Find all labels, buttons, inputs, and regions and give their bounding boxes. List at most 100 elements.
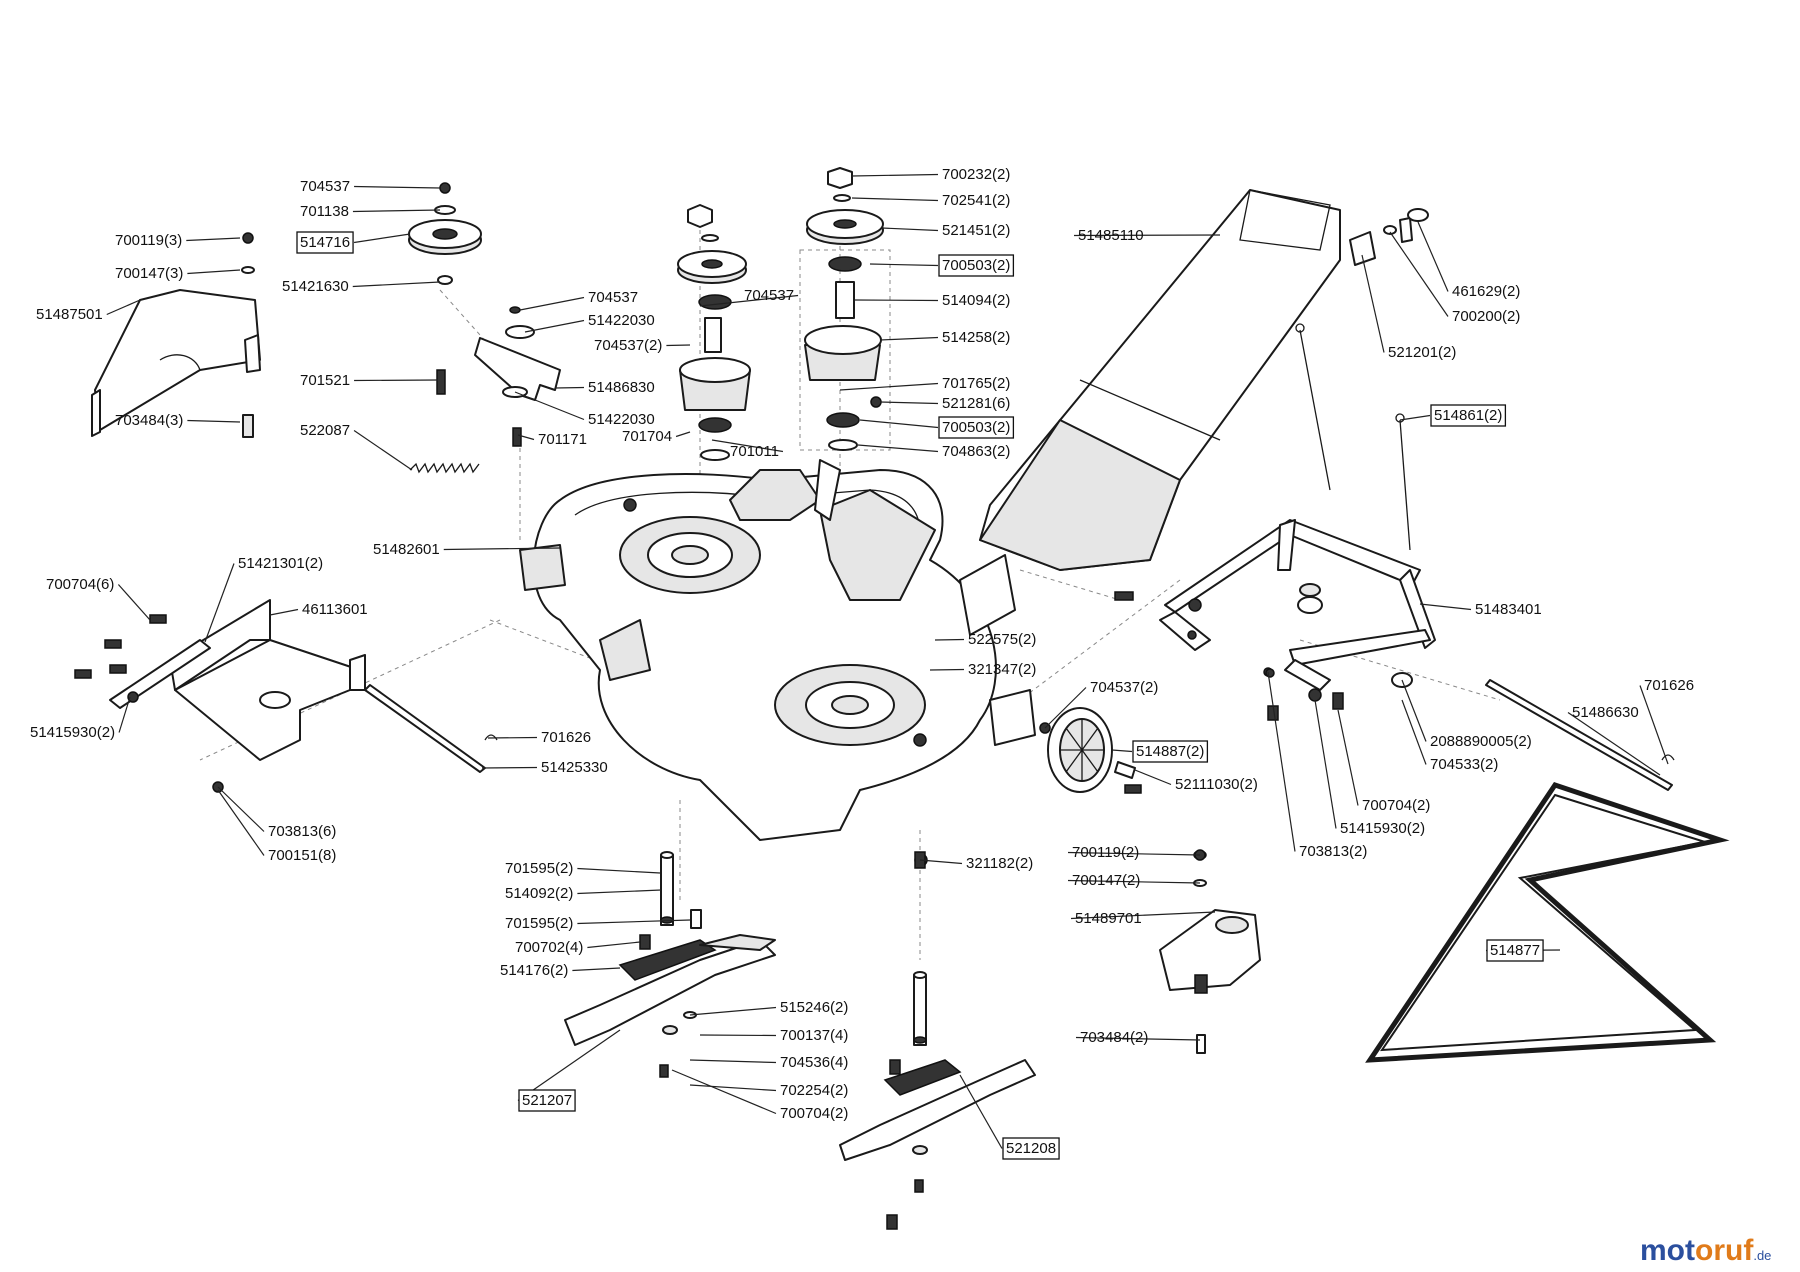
leader-line: [851, 197, 939, 202]
label-701595-2-a: 701595(2): [505, 860, 573, 877]
label-704537-a: 704537: [300, 178, 350, 195]
leader-line: [689, 1084, 777, 1092]
label-702254-2: 702254(2): [780, 1082, 848, 1099]
leader-line: [1417, 221, 1449, 292]
label-703813-2: 703813(2): [1299, 843, 1367, 860]
label-51415930-2-b: 51415930(2): [1340, 820, 1425, 837]
part-number-box: [1430, 404, 1507, 427]
leader-line: [1134, 769, 1172, 786]
drive-belt: [1365, 782, 1730, 1063]
label-51486630: 51486630: [1572, 704, 1639, 721]
hardware-top-right: [870, 208, 1429, 408]
logo-suffix: .de: [1753, 1248, 1771, 1263]
leader-line: [711, 439, 784, 453]
leader-line: [572, 967, 621, 972]
label-704533-2: 704533(2): [1430, 756, 1498, 773]
label-514092-2: 514092(2): [505, 885, 573, 902]
leader-line: [1075, 1036, 1201, 1041]
leader-line: [353, 430, 413, 471]
label-700119-2: 700119(2): [1072, 844, 1139, 861]
leader-line: [671, 1069, 777, 1115]
label-522087: 522087: [300, 422, 350, 439]
label-701011: 701011: [730, 443, 779, 460]
leader-line: [514, 391, 585, 421]
label-514258-2: 514258(2): [942, 329, 1010, 346]
leader-line: [1073, 234, 1221, 237]
label-702541-2: 702541(2): [942, 192, 1010, 209]
leader-line: [118, 696, 131, 733]
leader-line: [1419, 603, 1472, 611]
part-labels: 704537 701138 514716 51421630 700119(3) …: [30, 166, 1694, 1157]
label-703813-6: 703813(6): [268, 823, 336, 840]
label-514877: 514877: [1490, 942, 1540, 959]
label-521451-2: 521451(2): [942, 222, 1010, 239]
leader-line: [577, 889, 662, 895]
leader-line: [517, 434, 535, 441]
leader-line: [187, 269, 241, 275]
leader-line: [106, 299, 141, 316]
label-514861-2: 514861(2): [1434, 407, 1502, 424]
label-701138: 701138: [300, 203, 349, 220]
label-704537-b: 704537: [588, 289, 638, 306]
part-number-box: [1486, 939, 1544, 962]
label-51483401: 51483401: [1475, 601, 1542, 618]
label-700147-3: 700147(3): [115, 265, 183, 282]
label-522575-2: 522575(2): [968, 631, 1036, 648]
leader-line: [269, 608, 299, 616]
label-700232-2: 700232(2): [942, 166, 1010, 183]
leader-line: [554, 386, 585, 389]
leader-line: [117, 584, 151, 621]
leader-line: [859, 419, 939, 429]
label-701626-b: 701626: [1644, 677, 1694, 694]
leader-line: [186, 237, 241, 242]
label-521281-6: 521281(6): [942, 395, 1010, 412]
label-51421630: 51421630: [282, 278, 349, 295]
rear-axle-frame: [1114, 519, 1436, 710]
part-number-box: [518, 1089, 576, 1112]
leader-line: [839, 382, 939, 391]
part-number-box: [938, 416, 1015, 439]
leader-line: [1401, 699, 1427, 765]
label-51415930-2-a: 51415930(2): [30, 724, 115, 741]
leader-line: [879, 336, 939, 341]
label-704536-4: 704536(4): [780, 1054, 848, 1071]
label-700704-6: 700704(6): [46, 576, 114, 593]
part-number-box: [1132, 740, 1209, 763]
leader-line: [1399, 414, 1431, 421]
leader-line: [1067, 879, 1201, 884]
leader-line: [1639, 685, 1669, 765]
label-514716: 514716: [300, 234, 350, 251]
leader-line: [1267, 671, 1296, 852]
leader-line: [217, 786, 265, 832]
label-51421301-2: 51421301(2): [238, 555, 323, 572]
logo-part-2: oruf: [1695, 1234, 1754, 1267]
leader-line: [1044, 687, 1087, 729]
pulley-stack-right: [799, 167, 891, 521]
leader-line: [854, 299, 939, 302]
label-700119-3: 700119(3): [115, 232, 182, 249]
leader-line: [353, 233, 411, 244]
leader-line: [1337, 709, 1359, 806]
discharge-opening: [819, 489, 936, 601]
label-2088890005-2: 2088890005(2): [1430, 733, 1532, 750]
label-52111030-2: 52111030(2): [1175, 776, 1258, 793]
leader-line: [517, 1029, 621, 1101]
leader-line: [217, 789, 265, 856]
svg-text:motoruf.de: motoruf.de: [1640, 1234, 1771, 1267]
gauge-wheel: [1047, 707, 1136, 793]
leader-line: [1314, 699, 1337, 829]
label-704537-2-a: 704537(2): [594, 337, 662, 354]
label-701171: 701171: [538, 431, 587, 448]
leader-line: [354, 185, 441, 189]
leader-line: [675, 431, 691, 438]
leader-line: [689, 1006, 777, 1016]
label-461629-2: 461629(2): [1452, 283, 1520, 300]
label-700704-2-b: 700704(2): [780, 1105, 848, 1122]
mower-deck-housing: [519, 469, 1036, 841]
label-51422030-a: 51422030: [588, 312, 655, 329]
rods: [364, 679, 1675, 791]
part-number-boxes: [296, 231, 1544, 1160]
label-701704: 701704: [622, 428, 672, 445]
label-703484-3: 703484(3): [115, 412, 183, 429]
